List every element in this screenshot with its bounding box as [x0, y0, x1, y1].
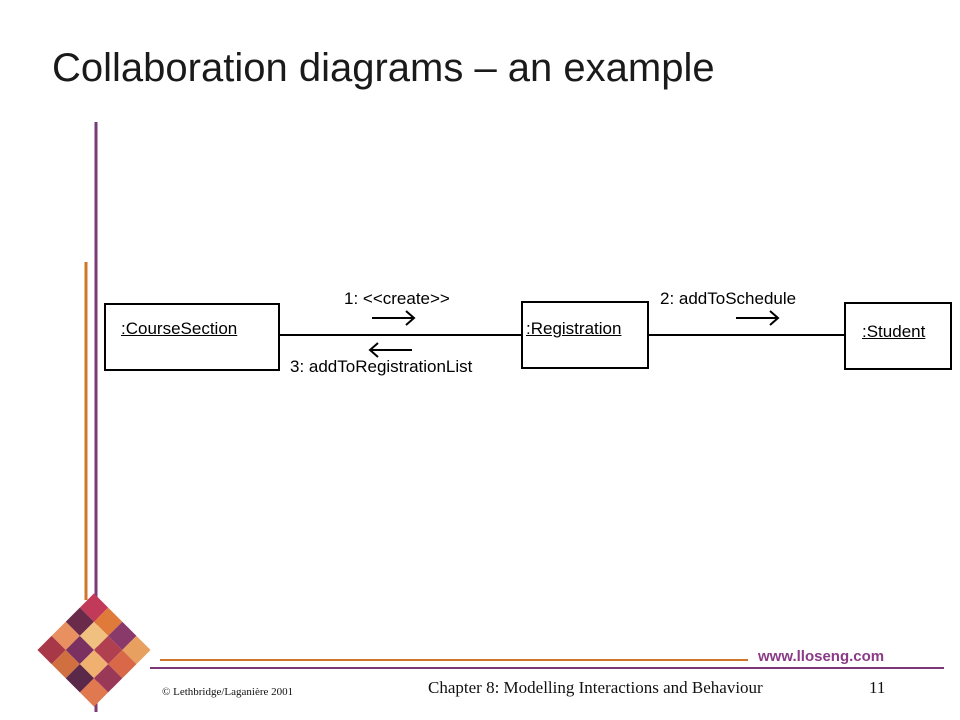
object-registration-label: :Registration [526, 319, 622, 338]
object-student: :Student [844, 302, 952, 370]
diamond-mosaic-logo-icon [37, 593, 151, 707]
object-registration: :Registration [521, 301, 649, 369]
slide-title: Collaboration diagrams – an example [52, 46, 715, 90]
footer-copyright: © Lethbridge/Laganière 2001 [162, 686, 294, 698]
message-3-label: 3: addToRegistrationList [290, 357, 473, 376]
message-2-label: 2: addToSchedule [660, 289, 797, 308]
object-student-label: :Student [862, 322, 926, 341]
website-link[interactable]: www.lloseng.com [758, 648, 885, 665]
object-coursesection-label: :CourseSection [121, 319, 238, 338]
arrow-message-1 [372, 310, 416, 326]
message-1-label: 1: <<create>> [344, 289, 450, 308]
footer-page-number: 11 [869, 678, 886, 697]
arrow-message-3 [368, 342, 412, 358]
object-coursesection: :CourseSection [104, 303, 280, 371]
arrow-message-2 [736, 310, 780, 326]
footer-chapter-title: Chapter 8: Modelling Interactions and Be… [428, 678, 763, 697]
